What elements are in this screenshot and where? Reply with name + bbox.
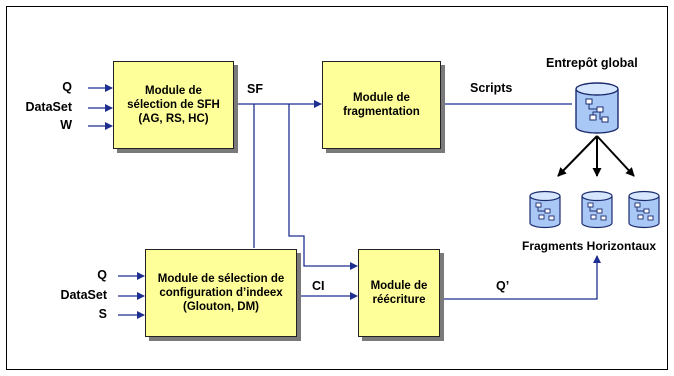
fragment-database-icon-2 (581, 190, 613, 229)
fragment-database-icon-3 (628, 190, 660, 229)
label-sf: SF (247, 82, 263, 96)
warehouse-database-icon (575, 82, 619, 134)
arrow-sf-to-rewrite-1 (288, 104, 358, 270)
input-label-dataset-bottom: DataSet (60, 288, 107, 302)
module-index-configuration: Module de sélection de configuration d’i… (145, 249, 297, 337)
label-ci: CI (312, 279, 325, 293)
fragment-database-icon-1 (529, 190, 561, 229)
label-scripts: Scripts (470, 81, 513, 95)
label-q-prime: Q’ (496, 279, 510, 293)
label-horizontal-fragments: Fragments Horizontaux (522, 239, 657, 253)
input-label-q-top: Q (62, 80, 72, 94)
input-label-q-bottom: Q (97, 268, 107, 282)
input-label-w-top: W (60, 118, 72, 132)
diagram-frame (6, 6, 668, 370)
input-label-dataset-top: DataSet (25, 100, 72, 114)
label-global-warehouse: Entrepôt global (546, 56, 638, 70)
module-sfh-selection: Module de sélection de SFH (AG, RS, HC) (113, 61, 234, 149)
module-fragmentation: Module de fragmentation (322, 61, 441, 149)
input-label-s-bottom: S (98, 307, 107, 321)
module-rewrite: Module de réécriture (358, 249, 440, 337)
arrow-warehouse-to-fragment-3 (596, 135, 635, 177)
arrow-warehouse-to-fragment-1 (557, 135, 598, 177)
arrow-qprime-to-fragments (440, 255, 601, 300)
